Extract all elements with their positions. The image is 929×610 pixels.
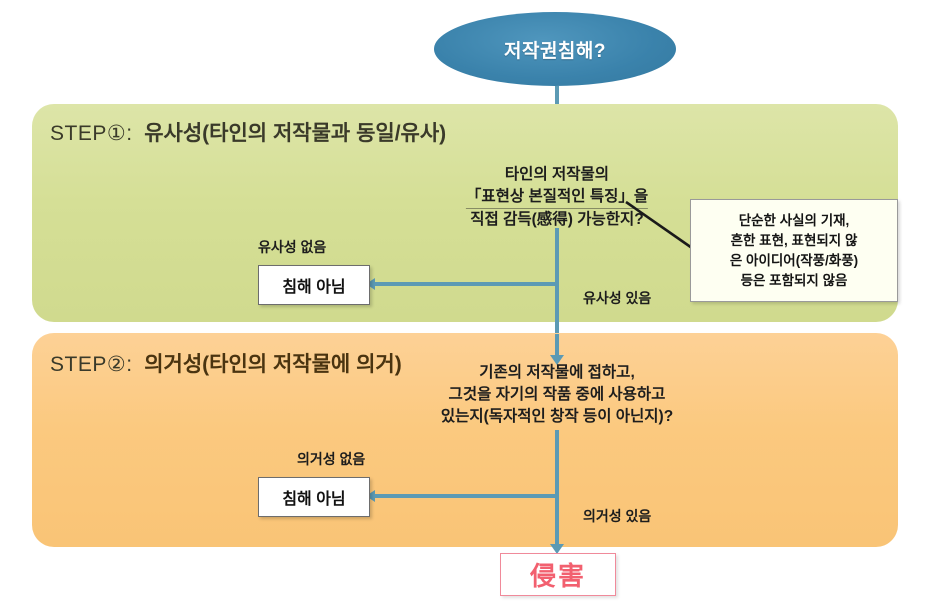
arrowhead-step1-no-icon <box>366 278 375 290</box>
arrowhead-step2-no-icon <box>366 490 375 502</box>
connector-step1-stem <box>555 228 559 334</box>
step2-question-line3: 있는지(독자적인 창작 등이 아닌지)? <box>440 408 674 425</box>
step1-question-line3: 직접 감득(感得) 가능한지? <box>470 211 644 228</box>
callout-line4: 등은 포함되지 않음 <box>740 272 848 288</box>
step2-no-infringement-label: 침해 아님 <box>282 491 346 508</box>
step2-question: 기존의 저작물에 접하고, 그것을 자기의 작품 중에 사용하고 있는지(독자적… <box>441 362 673 428</box>
connector-step2-no-branch <box>372 494 557 498</box>
step2-title-text: 의거성(타인의 저작물에 의거) <box>144 353 402 376</box>
step2-no-infringement-box: 침해 아님 <box>258 477 370 517</box>
step2-no-label: 의거성 없음 <box>297 451 366 467</box>
final-infringement-label: 侵害 <box>529 562 586 592</box>
callout-line2: 흔한 표현, 표현되지 않 <box>730 232 858 248</box>
arrowhead-step1-to-step2-icon <box>550 355 564 365</box>
step1-title: STEP①: 유사성(타인의 저작물과 동일/유사) <box>50 117 446 147</box>
step1-no-infringement-label: 침해 아님 <box>282 279 346 296</box>
callout-exclusions-box: 단순한 사실의 기재, 흔한 표현, 표현되지 않 은 아이디어(작풍/화풍) … <box>690 199 898 302</box>
connector-step1-no-branch <box>372 282 557 286</box>
step1-separator: : <box>126 122 133 145</box>
arrowhead-to-final-icon <box>550 544 564 554</box>
step1-question-line1: 타인의 저작물의 <box>504 166 610 183</box>
step2-separator: : <box>126 353 133 376</box>
start-node-label: 저작권침해? <box>503 40 606 62</box>
step2-title: STEP②: 의거성(타인의 저작물에 의거) <box>50 348 402 378</box>
step2-step-number: ② <box>106 353 127 376</box>
step1-title-text: 유사성(타인의 저작물과 동일/유사) <box>144 122 447 145</box>
callout-line3: 은 아이디어(작풍/화풍) <box>729 252 859 268</box>
callout-leader-line <box>625 200 693 250</box>
connector-step2-stem <box>555 430 559 550</box>
step2-step-word: STEP <box>50 353 107 376</box>
step1-question-line2: 「표현상 본질적인 특징」을 <box>465 186 649 209</box>
step1-no-label: 유사성 없음 <box>258 239 327 255</box>
step1-question: 타인의 저작물의 「표현상 본질적인 특징」을 직접 감득(感得) 가능한지? <box>465 164 649 231</box>
step1-yes-label: 유사성 있음 <box>583 290 652 306</box>
final-infringement-box: 侵害 <box>500 553 616 596</box>
step1-step-number: ① <box>106 122 127 145</box>
start-node-copyright-infringement: 저작권침해? <box>434 12 676 86</box>
step2-question-line2: 그것을 자기의 작품 중에 사용하고 <box>448 386 666 403</box>
step2-yes-label: 의거성 있음 <box>583 508 652 524</box>
callout-line1: 단순한 사실의 기재, <box>738 212 850 228</box>
step1-no-infringement-box: 침해 아님 <box>258 265 370 305</box>
connector-step1-to-step2 <box>555 334 559 362</box>
step2-panel <box>32 333 898 547</box>
step2-question-line1: 기존의 저작물에 접하고, <box>479 364 635 381</box>
step1-step-word: STEP <box>50 122 107 145</box>
